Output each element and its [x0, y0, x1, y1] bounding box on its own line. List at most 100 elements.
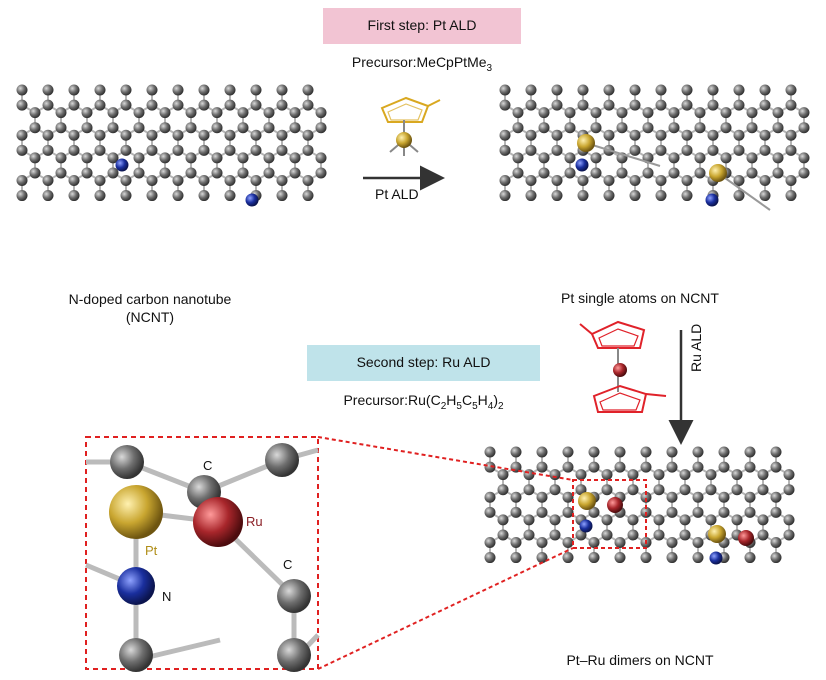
carbon-atom	[250, 99, 262, 111]
carbon-atom	[666, 536, 678, 548]
carbon-atom	[172, 190, 184, 202]
carbon-atom	[681, 174, 693, 186]
carbon-atom	[16, 129, 28, 141]
carbon-atom	[718, 446, 730, 458]
carbon-atom	[720, 107, 732, 119]
carbon-atom	[536, 461, 548, 473]
carbon-atom	[614, 461, 626, 473]
carbon-atom	[707, 99, 719, 111]
carbon-atom	[120, 174, 132, 186]
carbon-atom	[720, 152, 732, 164]
carbon-atom	[512, 167, 524, 179]
carbon-atom	[172, 174, 184, 186]
carbon-atom	[603, 99, 615, 111]
carbon-atom	[81, 152, 93, 164]
carbon-atom	[616, 167, 628, 179]
carbon-atom	[705, 484, 717, 496]
carbon-atom	[499, 174, 511, 186]
carbon-atom	[211, 167, 223, 179]
carbon-atom	[525, 144, 537, 156]
pt-ald-arrow-label: Pt ALD	[375, 186, 419, 202]
carbon-atom	[512, 152, 524, 164]
carbon-atom	[744, 461, 756, 473]
carbon-atom	[42, 144, 54, 156]
carbon-atom	[655, 99, 667, 111]
carbon-atom	[772, 107, 784, 119]
carbon-atom	[757, 529, 769, 541]
carbon-atom	[29, 107, 41, 119]
ruthenium-atom	[738, 530, 754, 546]
carbon-atom	[577, 190, 589, 202]
carbon-atom	[744, 446, 756, 458]
carbon-atom	[289, 167, 301, 179]
carbon-atom	[564, 167, 576, 179]
carbon-atom	[551, 129, 563, 141]
carbon-atom	[499, 129, 511, 141]
carbon-atom	[185, 167, 197, 179]
carbon-atom	[601, 514, 613, 526]
carbon-atom	[692, 446, 704, 458]
carbon-atom	[525, 174, 537, 186]
carbon-atom	[614, 536, 626, 548]
carbon-atom	[55, 167, 67, 179]
carbon-atom	[759, 190, 771, 202]
carbon-atom	[536, 506, 548, 518]
carbon-atom	[302, 174, 314, 186]
carbon-atom	[94, 144, 106, 156]
carbon-atom	[772, 122, 784, 134]
ruthenium-atom	[607, 497, 623, 513]
carbon-atom	[68, 190, 80, 202]
carbon-atom	[224, 129, 236, 141]
nitrogen-atom	[245, 193, 259, 207]
pt-ru-dimer-lattice	[484, 446, 795, 565]
carbon-atom	[523, 529, 535, 541]
carbon-atom	[575, 529, 587, 541]
carbon-atom	[159, 167, 171, 179]
carbon-atom	[731, 484, 743, 496]
carbon-atom	[744, 491, 756, 503]
carbon-atom	[746, 152, 758, 164]
carbon-atom	[159, 152, 171, 164]
carbon-atom	[224, 174, 236, 186]
carbon-atom	[525, 129, 537, 141]
carbon-atom	[694, 152, 706, 164]
carbon-atom	[289, 152, 301, 164]
metal-bond	[585, 142, 661, 167]
carbon-atom	[640, 446, 652, 458]
second-step-title-box: Second step: Ru ALD	[307, 345, 540, 381]
zoom-label-n: N	[162, 589, 172, 604]
first-step-title-box: First step: Pt ALD	[323, 8, 521, 44]
carbon-atom	[263, 122, 275, 134]
carbon-atom	[302, 84, 314, 96]
carbon-atom	[785, 144, 797, 156]
nitrogen-atom	[115, 158, 129, 172]
carbon-atom	[94, 129, 106, 141]
ru-precursor-molecule-icon	[579, 320, 667, 413]
carbon-atom	[783, 514, 795, 526]
carbon-atom	[198, 174, 210, 186]
carbon-atom	[603, 190, 615, 202]
carbon-atom	[707, 144, 719, 156]
carbon-atom	[655, 174, 667, 186]
carbon-atom	[120, 129, 132, 141]
zoom-inset	[85, 436, 320, 672]
carbon-atom	[120, 99, 132, 111]
carbon-atom	[798, 152, 810, 164]
carbon-atom	[94, 84, 106, 96]
carbon-atom	[601, 529, 613, 541]
carbon-atom	[785, 190, 797, 202]
carbon-atom	[510, 491, 522, 503]
carbon-atom	[692, 552, 704, 564]
carbon-atom	[211, 152, 223, 164]
carbon-atom	[55, 122, 67, 134]
carbon-atom	[315, 107, 327, 119]
carbon-atom	[627, 514, 639, 526]
carbon-atom	[733, 190, 745, 202]
carbon-atom	[733, 129, 745, 141]
carbon-atom	[146, 174, 158, 186]
carbon-atom	[499, 84, 511, 96]
carbon-atom	[315, 122, 327, 134]
carbon-atom	[536, 491, 548, 503]
carbon-atom	[679, 529, 691, 541]
